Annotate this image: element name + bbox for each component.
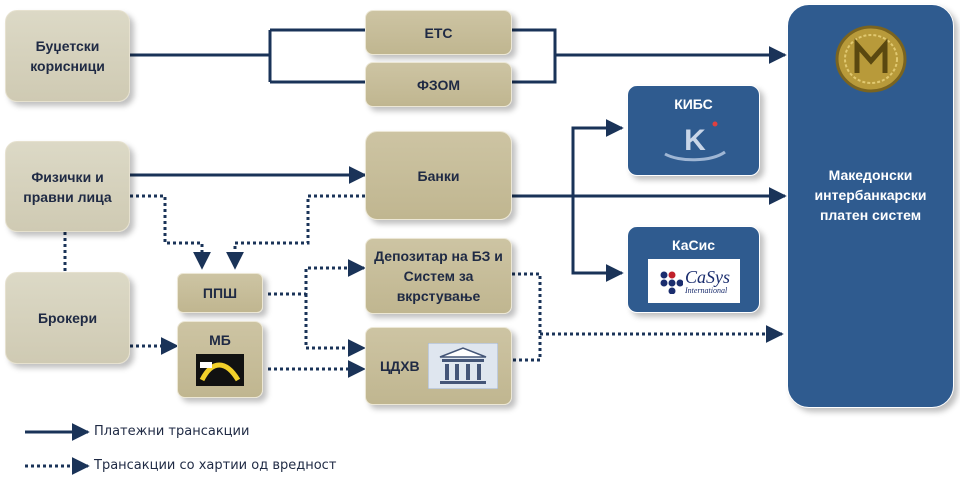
- mb-logo-icon: [196, 354, 244, 386]
- dot-physical-pps: [130, 194, 211, 270]
- node-pps: ППШ: [177, 273, 263, 313]
- line-to-ets: [268, 28, 365, 84]
- dot-banks-pps: [226, 194, 365, 270]
- kibs-logo-icon: K: [663, 121, 726, 162]
- casys-logo-subtext: International: [685, 285, 728, 295]
- legend-solid-label: Платежни трансакции: [94, 424, 250, 439]
- node-banks: Банки: [365, 131, 512, 220]
- node-mb-label: МБ: [209, 332, 231, 348]
- node-brokers: Брокери: [5, 272, 130, 364]
- node-mb: МБ: [177, 321, 263, 398]
- node-kasis: КаСис CaSys International: [627, 226, 760, 313]
- node-banks-label: Банки: [417, 167, 460, 184]
- node-kasis-label: КаСис: [671, 237, 715, 253]
- node-fzom-label: ФЗОМ: [416, 76, 461, 93]
- node-mips-label: Македонски интербанкарски платен систем: [814, 167, 927, 223]
- line-ets-out: [512, 28, 557, 84]
- legend-dotted-label: Трансакции со хартии од вредност: [94, 458, 337, 473]
- node-physical-legal: Физички и правни лица: [5, 141, 130, 232]
- node-kibs: КИБС K: [627, 85, 760, 176]
- node-cdhv: ЦДХВ: [365, 327, 512, 405]
- node-mips: Македонски интербанкарски платен систем: [787, 4, 954, 408]
- node-pps-label: ППШ: [202, 285, 238, 301]
- node-budget-users: Буџетски корисници: [5, 10, 130, 102]
- node-budget-users-label: Буџетски корисници: [30, 38, 105, 74]
- node-depository: Депозитар на БЗ и Систем за вкрстување: [365, 238, 512, 314]
- casys-logo-text: CaSys: [685, 266, 730, 287]
- node-physical-legal-label: Физички и правни лица: [23, 168, 112, 205]
- node-brokers-label: Брокери: [37, 310, 98, 326]
- dot-pps-out: [268, 259, 366, 296]
- node-cdhv-label: ЦДХВ: [380, 358, 420, 374]
- svg-text:K: K: [684, 124, 706, 157]
- coin-logo-icon: [835, 25, 906, 93]
- node-ets: ЕТС: [365, 10, 512, 55]
- node-kibs-label: КИБС: [674, 96, 713, 112]
- casys-dots-icon: [660, 271, 683, 294]
- building-icon: [427, 343, 498, 389]
- node-ets-label: ЕТС: [424, 24, 453, 41]
- dot-pps-cdhv: [304, 294, 366, 357]
- casys-logo: CaSys International: [647, 259, 740, 303]
- dot-depository-down: [512, 272, 542, 362]
- node-depository-label: Депозитар на БЗ и Систем за вкрстување: [374, 248, 503, 304]
- line-branch: [571, 126, 622, 275]
- node-fzom: ФЗОМ: [365, 62, 512, 107]
